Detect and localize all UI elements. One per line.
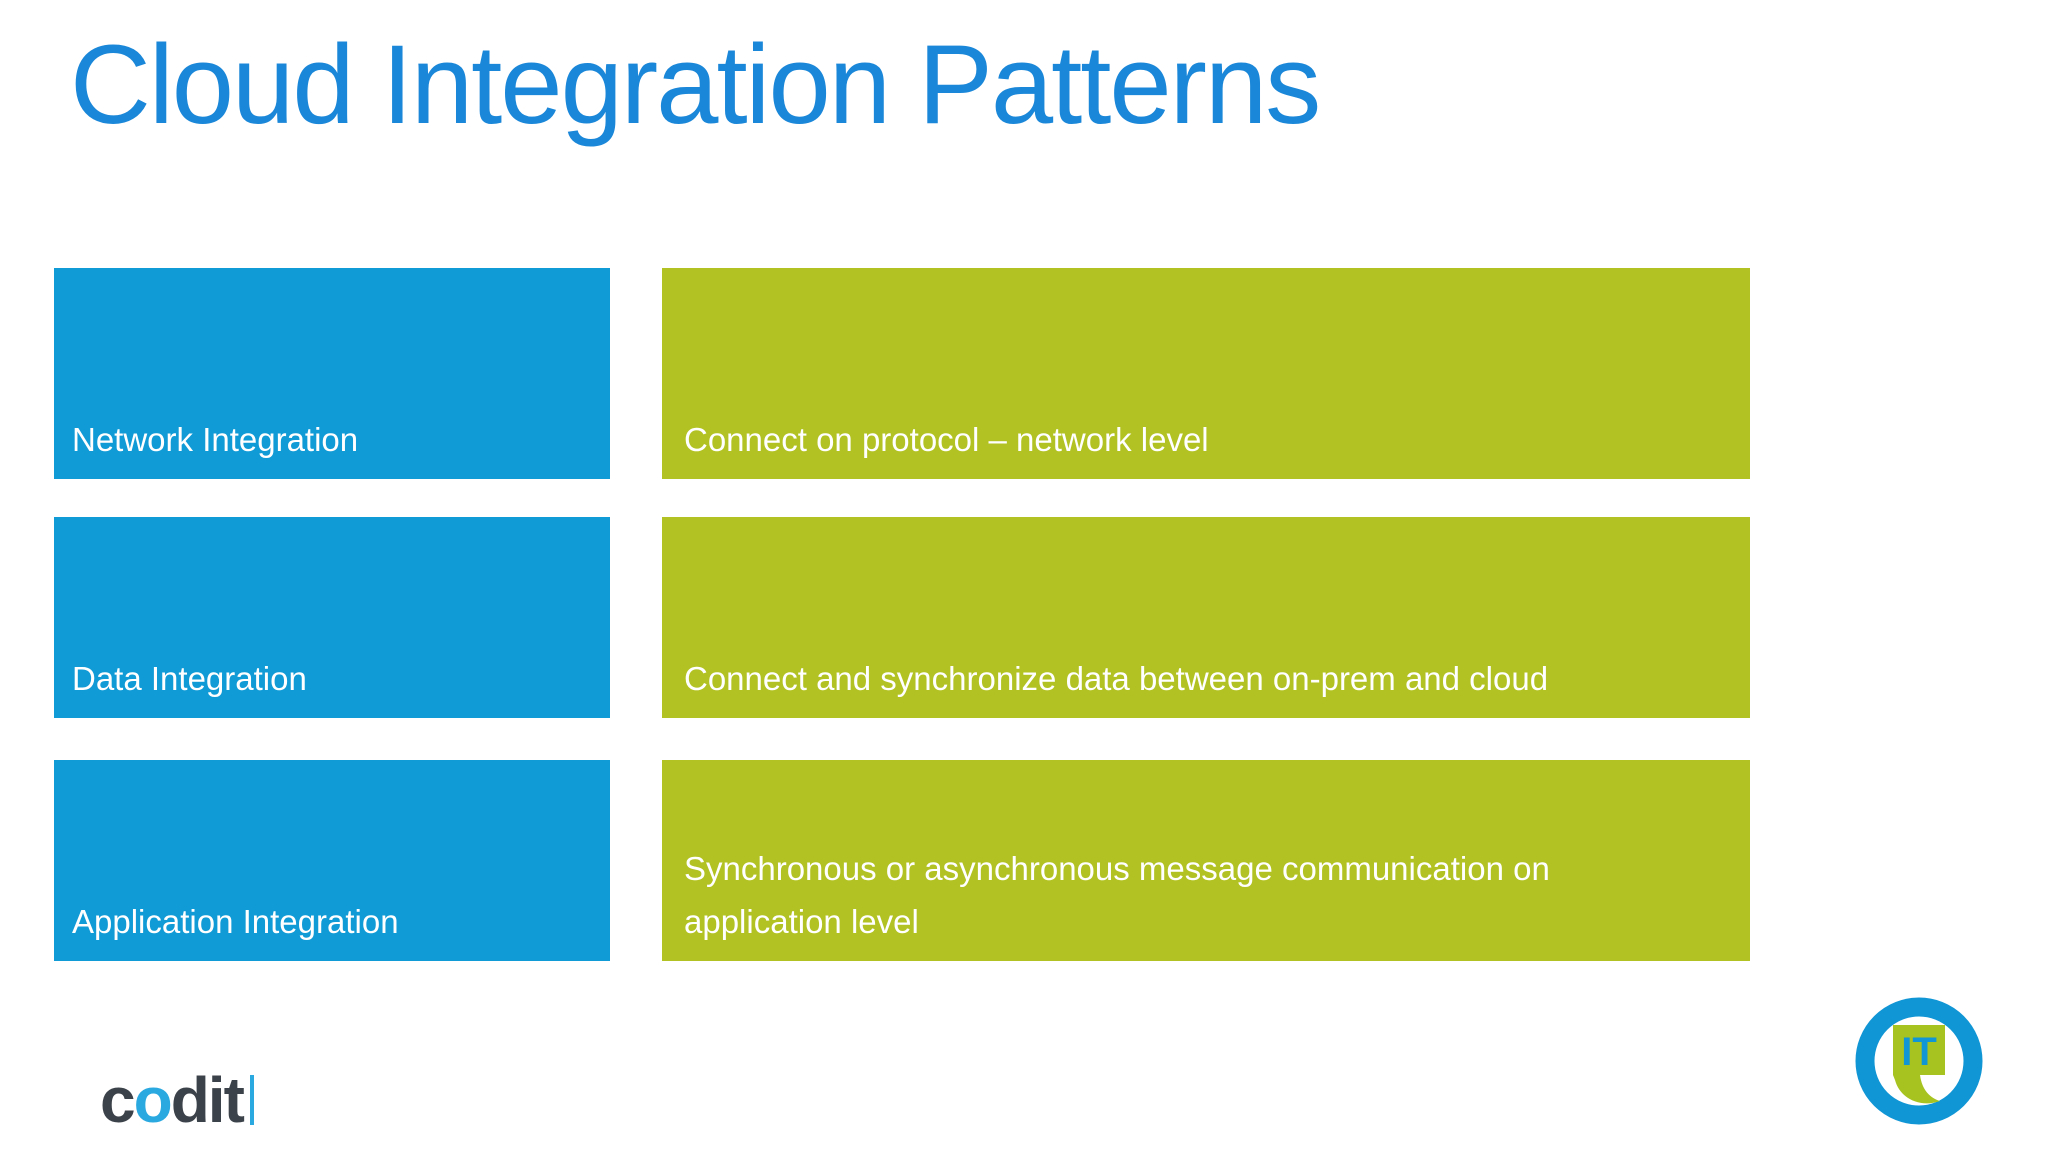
data-integration-description-box: Connect and synchronize data between on-…	[662, 517, 1750, 718]
data-integration-box: Data Integration	[54, 517, 610, 718]
application-integration-description: Synchronous or asynchronous message comm…	[684, 850, 1550, 941]
application-integration-label: Application Integration	[72, 903, 399, 941]
application-integration-description-box: Synchronous or asynchronous message comm…	[662, 760, 1750, 961]
codit-logo-o: o	[133, 1064, 173, 1136]
it-logo-text: IT	[1901, 1030, 1937, 1074]
codit-logo-dit: dit	[170, 1064, 245, 1136]
network-integration-box: Network Integration	[54, 268, 610, 479]
data-integration-label: Data Integration	[72, 660, 307, 698]
network-integration-description-box: Connect on protocol – network level	[662, 268, 1750, 479]
network-integration-description: Connect on protocol – network level	[684, 421, 1209, 459]
data-integration-description: Connect and synchronize data between on-…	[684, 660, 1549, 698]
application-integration-box: Application Integration	[54, 760, 610, 961]
codit-logo-c: c	[100, 1064, 136, 1136]
it-logo-graphic: IT	[1855, 997, 1983, 1125]
it-logo-speech-bubble	[1893, 1025, 1945, 1104]
network-integration-label: Network Integration	[72, 421, 359, 459]
it-logo: IT	[1853, 995, 1985, 1133]
codit-logo-cursor-bar	[249, 1075, 254, 1125]
slide-title: Cloud Integration Patterns	[70, 22, 1321, 147]
